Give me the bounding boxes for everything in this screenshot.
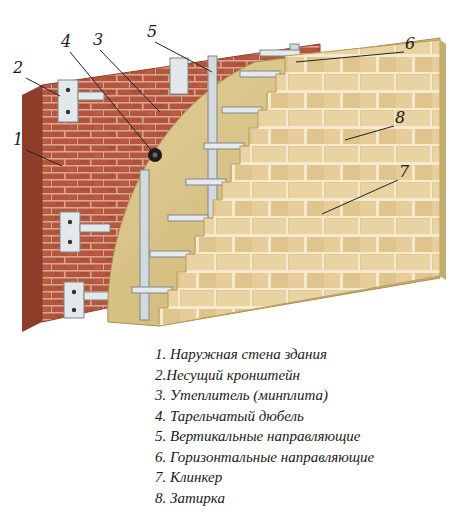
legend-entry: 7. Клинкер <box>155 469 222 486</box>
leader-line <box>26 150 62 166</box>
callout-number: 5 <box>146 24 158 40</box>
leader-line <box>100 50 160 112</box>
legend-entry: 4. Тарельчатый дюбель <box>155 408 304 425</box>
legend-entry: 8. Затирка <box>155 490 225 507</box>
horizontal-guide <box>222 107 262 113</box>
legend-entry: 1. Наружная стена здания <box>155 346 327 363</box>
horizontal-guide <box>168 215 208 221</box>
leader-line <box>345 126 394 140</box>
leader-lines <box>26 42 404 214</box>
leader-line <box>296 52 404 62</box>
callout-number: 4 <box>60 34 72 50</box>
leader-line <box>70 52 151 150</box>
callout-number: 7 <box>398 164 410 180</box>
callout-number: 1 <box>12 132 24 148</box>
bracket-holes <box>66 88 76 312</box>
dowel-core <box>153 153 158 158</box>
clinker-edge <box>440 40 446 280</box>
horizontal-guide <box>204 143 244 149</box>
legend-entry: 5. Вертикальные направляющие <box>155 428 361 445</box>
horizontal-guide <box>132 287 172 293</box>
callout-number: 3 <box>92 32 104 48</box>
leader-line <box>322 180 398 214</box>
clinker-tiles <box>159 40 440 326</box>
mineral-wool <box>108 38 440 326</box>
bracket-arm <box>80 224 110 232</box>
legend-entry: 2.Несущий кронштейн <box>155 367 300 384</box>
legend-entry: 6. Горизонтальные направляющие <box>155 449 374 466</box>
bracket-arm <box>78 92 104 100</box>
bracket <box>64 282 84 318</box>
leader-line <box>26 78 60 96</box>
callout-number: 8 <box>394 110 406 126</box>
vertical-guide <box>140 170 149 320</box>
horizontal-guide <box>240 71 280 77</box>
callout-number: 2 <box>12 60 24 76</box>
horizontal-guide <box>186 179 226 185</box>
legend-entry: 3. Утеплитель (минплита) <box>155 387 328 404</box>
leader-line <box>155 42 212 72</box>
bracket <box>170 58 188 94</box>
plate-dowel <box>148 148 162 162</box>
bracket <box>60 212 80 252</box>
horizontal-guide <box>150 251 190 257</box>
callout-number: 6 <box>404 36 416 52</box>
bracket <box>58 80 78 122</box>
wall-side <box>22 85 42 332</box>
